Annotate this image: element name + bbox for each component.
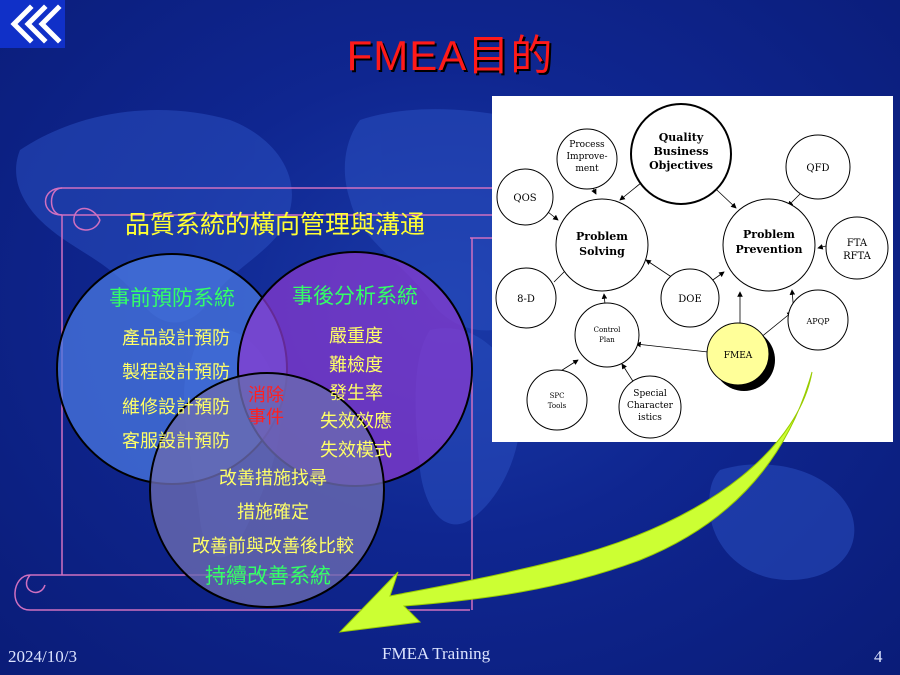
quality-tools-graph: Process Improve- ment Quality Business O… [495,103,889,439]
label: Improve- [566,152,607,162]
label: Tools [548,402,567,410]
venn-item: 難檢度 [329,355,383,376]
venn-item: 失效模式 [320,440,392,461]
label: SPC [550,392,565,400]
label: ment [575,164,599,174]
node-problem-prevention [722,198,816,292]
label: FTA [847,238,868,249]
logo-mark-icon [10,4,62,44]
node-quality-objectives [630,103,732,205]
node-apqp [787,289,849,351]
venn-center-line: 消除 [248,385,284,406]
label: Problem [576,230,628,243]
node-fta [825,216,889,280]
venn-item: 維修設計預防 [122,397,230,418]
venn-item: 嚴重度 [329,326,383,347]
slide-title: FMEA目的 [346,32,554,79]
label: QFD [806,163,829,174]
venn-item: 客服設計預防 [122,431,230,452]
label: DOE [678,294,702,305]
venn-item: 製程設計預防 [122,362,230,383]
label: RFTA [843,251,872,262]
label: Control [594,326,621,334]
label: FMEA [724,351,753,361]
footer-date: 2024/10/3 [8,647,77,666]
label: Special [633,389,667,399]
venn-heading-analysis: 事後分析系統 [292,284,418,308]
venn-circle-improvement [149,372,385,608]
node-control-plan [574,302,640,368]
node-qos [496,168,554,226]
venn-item: 措施確定 [237,502,309,523]
venn-item: 失效效應 [320,411,392,432]
node-spc [526,369,588,431]
label: istics [638,413,662,423]
label: Prevention [735,243,802,256]
page-number: 4 [874,647,883,666]
node-process-improvement [556,128,618,190]
node-problem-solving [555,198,649,292]
label: Process [569,140,605,150]
label: Plan [599,336,615,344]
label: Business [653,145,708,158]
node-doe [660,268,720,328]
label: APQP [805,317,830,326]
node-special [618,375,682,439]
label: Objectives [649,159,713,172]
venn-item: 改善前與改善後比較 [192,536,354,557]
node-8d [495,267,557,329]
venn-item: 發生率 [329,383,383,404]
venn-item: 產品設計預防 [122,328,230,349]
venn-center-line: 事件 [248,407,284,428]
node-qfd [785,134,851,200]
company-logo [0,0,65,48]
label: 8-D [517,294,535,305]
venn-item: 改善措施找尋 [219,468,327,489]
slide-subtitle: 品質系統的橫向管理與溝通 [125,210,426,239]
footer-title: FMEA Training [382,644,491,663]
venn-center-label: 消除 事件 [248,385,284,429]
label: Problem [743,228,795,241]
label: QOS [513,193,536,204]
node-fmea [706,322,770,386]
venn-heading-prevention: 事前預防系統 [109,286,235,310]
quality-tools-diagram: Process Improve- ment Quality Business O… [492,96,893,442]
label: Quality [659,131,704,144]
label: Solving [579,245,625,258]
label: Character [627,401,674,411]
venn-heading-improvement: 持續改善系統 [205,564,331,588]
